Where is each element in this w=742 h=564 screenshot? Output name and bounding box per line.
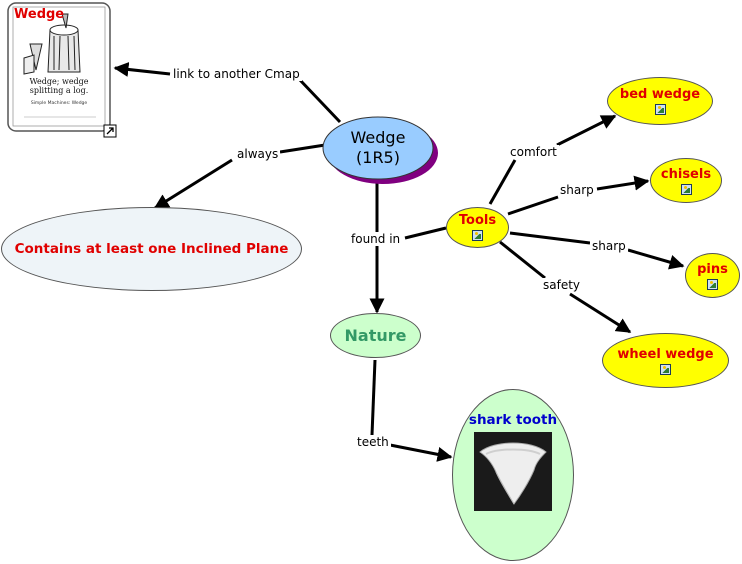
- arrow-to-card: [113, 62, 171, 77]
- connector-tools-comfort: [488, 159, 517, 205]
- tools-concept[interactable]: Tools: [446, 207, 509, 248]
- shark-tooth-photo: [474, 432, 552, 511]
- pins-label: pins: [697, 261, 728, 277]
- connector-tools-safety: [499, 240, 546, 280]
- connector-tools-sharp2: [509, 231, 591, 245]
- wedge-concept: Wedge (1R5): [323, 117, 433, 179]
- wedge-concept-line2: (1R5): [356, 148, 400, 167]
- wedge-concept-line1: Wedge: [350, 128, 406, 147]
- link-phrase-found-in: found in: [349, 232, 403, 246]
- link-phrase-always: always: [235, 147, 281, 161]
- bed-wedge-concept[interactable]: bed wedge: [607, 77, 713, 125]
- arrow-to-inclined-plane: [153, 158, 233, 210]
- wheel-wedge-concept[interactable]: wheel wedge: [602, 333, 729, 388]
- pins-concept[interactable]: pins: [685, 253, 740, 298]
- connector-tools-sharp1: [507, 195, 559, 216]
- image-resource-icon[interactable]: [680, 183, 692, 195]
- connector-nature-teeth: [370, 359, 377, 436]
- linked-card-title: Wedge: [14, 6, 64, 22]
- linked-card-footer: Simple Machines: Wedge: [14, 98, 104, 108]
- shark-tooth-label: shark tooth: [468, 412, 558, 428]
- wheel-wedge-label: wheel wedge: [617, 346, 714, 362]
- link-phrase-another-cmap: link to another Cmap: [171, 67, 302, 81]
- chisels-label: chisels: [660, 166, 712, 182]
- connections: [113, 62, 685, 462]
- connector-wedge-link: [298, 78, 342, 124]
- tools-label: Tools: [458, 213, 497, 228]
- image-resource-icon[interactable]: [707, 278, 718, 290]
- linked-cmap-icon[interactable]: [103, 124, 117, 138]
- log-wedge-drawing: [23, 13, 81, 75]
- arrow-to-chisels: [596, 175, 650, 191]
- inclined-plane-concept[interactable]: Contains at least one Inclined Plane: [1, 207, 302, 291]
- arrow-to-pins: [627, 248, 685, 270]
- arrow-to-shark-tooth: [389, 443, 453, 462]
- linked-card-title-text: Wedge: [14, 6, 65, 22]
- link-phrase-sharp-pins: sharp: [590, 239, 628, 253]
- linked-card-caption-line2: splitting a log.: [29, 86, 89, 95]
- linked-card-caption-line1: Wedge; wedge: [29, 77, 89, 86]
- image-resource-icon[interactable]: [660, 363, 671, 375]
- link-phrase-comfort: comfort: [508, 145, 559, 159]
- linked-card-footer-text: Simple Machines: Wedge: [30, 100, 88, 106]
- nature-concept[interactable]: Nature: [330, 313, 421, 358]
- arrow-to-bed-wedge: [556, 114, 617, 147]
- link-phrase-sharp-chisels: sharp: [558, 183, 596, 197]
- linked-cmap-card[interactable]: [7, 2, 111, 132]
- shark-tooth-concept[interactable]: shark tooth: [452, 389, 574, 561]
- arrow-to-wheel-wedge: [569, 292, 632, 334]
- connector-foundin-tools: [404, 226, 447, 240]
- nature-label: Nature: [344, 326, 407, 345]
- linked-card-caption: Wedge; wedge splitting a log.: [14, 74, 104, 98]
- link-phrase-teeth: teeth: [355, 435, 391, 449]
- wedge-node-body[interactable]: [322, 116, 434, 180]
- chisels-concept[interactable]: chisels: [650, 158, 722, 203]
- bed-wedge-label: bed wedge: [619, 87, 701, 102]
- inclined-plane-label: Contains at least one Inclined Plane: [14, 241, 289, 257]
- connector-wedge-always: [279, 143, 326, 154]
- link-phrase-safety: safety: [541, 278, 583, 292]
- image-resource-icon[interactable]: [654, 104, 666, 115]
- image-resource-icon[interactable]: [472, 230, 483, 241]
